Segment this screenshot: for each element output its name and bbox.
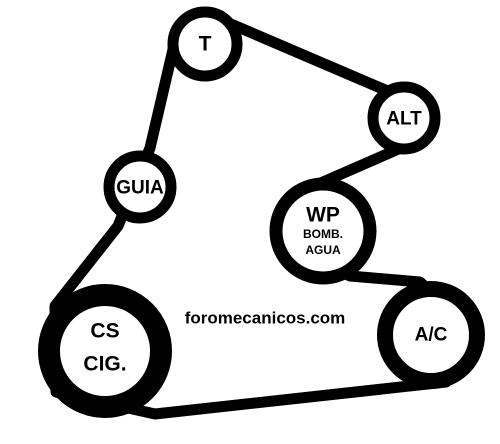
- pulley-idler-label: GUIA: [116, 178, 164, 199]
- pulley-crankshaft-label: CS: [90, 320, 119, 343]
- pulley-alternator-rim: [367, 81, 441, 155]
- pulley-crankshaft: CS CIG.: [38, 284, 172, 418]
- pulley-alternator: ALT: [367, 81, 441, 155]
- pulley-alternator-label: ALT: [386, 109, 422, 130]
- pulley-ac-compressor-label: A/C: [415, 325, 448, 346]
- pulley-water-pump-sublabel-1: BOMB.: [303, 227, 343, 241]
- pulley-water-pump-label: WP: [306, 204, 340, 227]
- pulley-tensioner-rim: [167, 6, 243, 82]
- watermark-text: foromecanicos.com: [185, 309, 346, 328]
- pulley-tensioner: T: [167, 6, 243, 82]
- pulley-crankshaft-rim: [38, 284, 172, 418]
- pulley-ac-compressor-rim: [377, 281, 485, 389]
- pulley-idler: GUIA: [103, 150, 177, 224]
- pulley-idler-rim: [103, 150, 177, 224]
- pulley-water-pump: WP BOMB. AGUA: [269, 177, 377, 285]
- pulley-tensioner-label: T: [199, 33, 212, 56]
- pulley-crankshaft-sublabel: CIG.: [83, 353, 126, 376]
- pulley-water-pump-rim: [269, 177, 377, 285]
- pulley-ac-compressor: A/C: [377, 281, 485, 389]
- pulley-water-pump-sublabel-2: AGUA: [305, 243, 341, 257]
